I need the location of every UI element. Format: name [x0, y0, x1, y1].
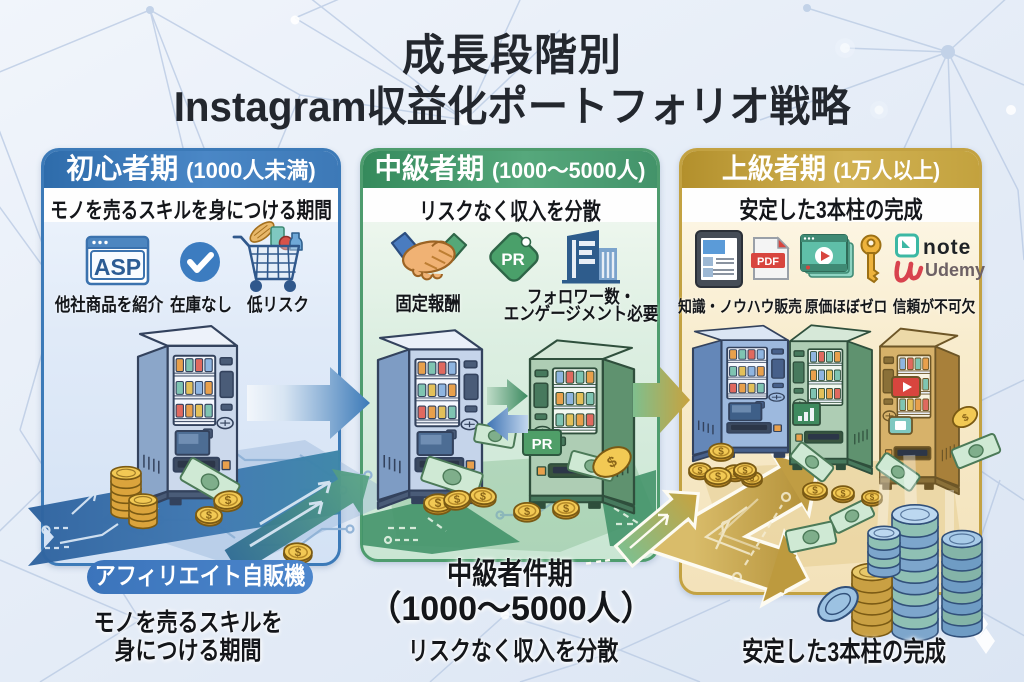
svg-text:$: $: [205, 510, 212, 522]
svg-text:$: $: [870, 493, 875, 502]
svg-text:$: $: [479, 491, 486, 504]
svg-text:$: $: [453, 494, 461, 507]
svg-text:$: $: [697, 465, 702, 475]
svg-text:ASP: ASP: [94, 254, 141, 280]
svg-text:$: $: [435, 496, 442, 510]
svg-text:$: $: [812, 486, 818, 497]
svg-text:note: note: [923, 236, 971, 259]
svg-text:$: $: [718, 447, 724, 458]
svg-text:Udemy: Udemy: [925, 260, 985, 280]
svg-text:$: $: [563, 503, 569, 515]
svg-text:PDF: PDF: [757, 256, 779, 268]
svg-text:$: $: [742, 465, 747, 475]
svg-text:PR: PR: [532, 436, 553, 453]
svg-text:PR: PR: [501, 250, 525, 269]
svg-text:$: $: [961, 412, 972, 425]
svg-text:$: $: [840, 488, 845, 498]
svg-text:$: $: [224, 493, 232, 508]
svg-text:$: $: [294, 545, 302, 559]
svg-text:$: $: [715, 471, 721, 483]
svg-text:$: $: [524, 506, 530, 518]
